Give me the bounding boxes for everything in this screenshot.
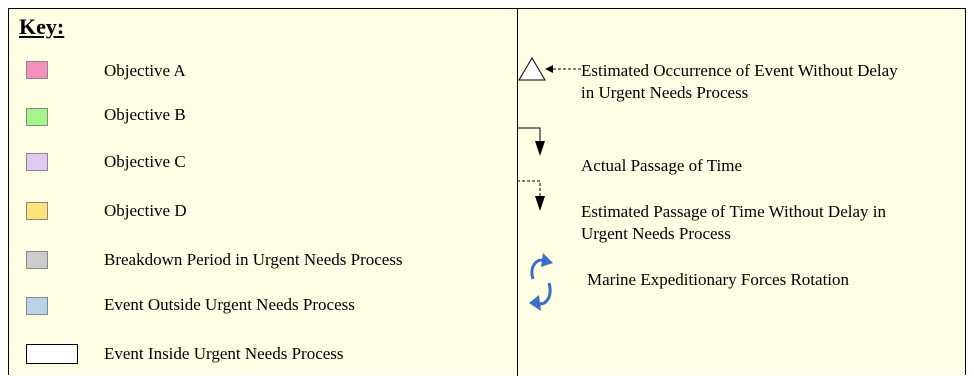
- event-inside-swatch: [26, 344, 78, 364]
- event-outside-swatch: [26, 297, 48, 315]
- legend-label: Objective C: [104, 152, 186, 171]
- objective-a-swatch: [26, 61, 48, 79]
- rotation-label: Marine Expeditionary Forces Rotation: [587, 270, 850, 289]
- objective-c-swatch: [26, 153, 48, 171]
- legend-label: Objective A: [104, 61, 186, 80]
- panel-divider: [517, 9, 518, 376]
- legend-label: Objective B: [104, 105, 186, 124]
- triangle-dashed-arrow-icon: [518, 57, 583, 81]
- estimated-passage-label: Estimated Passage of Time Without Delay …: [581, 202, 886, 243]
- legend-label: Breakdown Period in Urgent Needs Process: [104, 250, 403, 269]
- objective-d-swatch: [26, 202, 48, 220]
- dashed-arrow-down-icon: [517, 180, 545, 211]
- rotation-arrows-icon: [529, 253, 553, 311]
- actual-passage-label: Actual Passage of Time: [581, 156, 743, 175]
- legend-label: Objective D: [104, 201, 187, 220]
- key-panel: Key: Objective A Objective B Objective C…: [8, 8, 966, 376]
- objective-b-swatch: [26, 108, 48, 126]
- legend-label: Event Inside Urgent Needs Process: [104, 344, 344, 363]
- legend-label: Event Outside Urgent Needs Process: [104, 295, 355, 314]
- estimated-occurrence-label: Estimated Occurrence of Event Without De…: [581, 61, 898, 102]
- key-title: Key:: [19, 14, 65, 39]
- breakdown-period-swatch: [26, 251, 48, 269]
- solid-arrow-down-icon: [517, 127, 545, 156]
